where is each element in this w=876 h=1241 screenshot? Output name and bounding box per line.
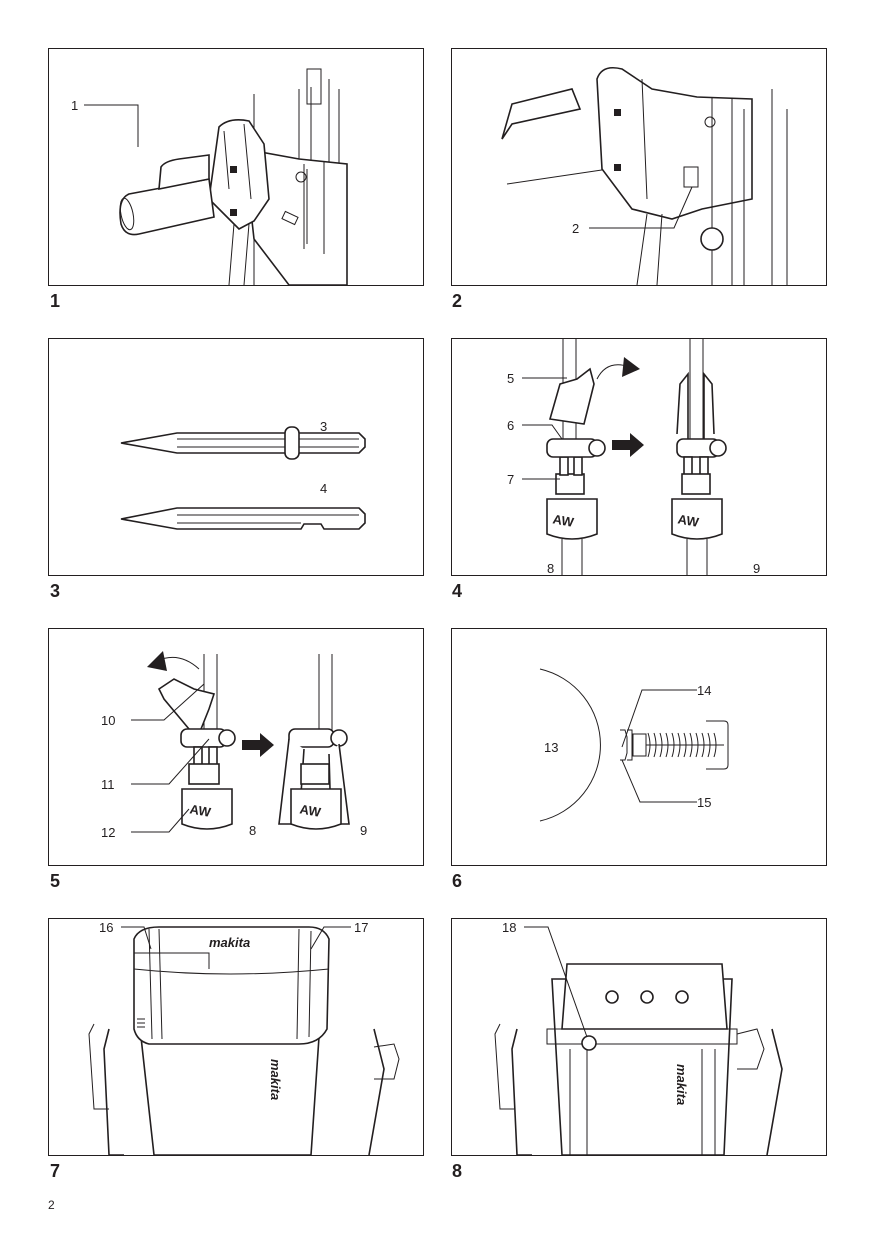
figure-3-illustration: 3 4 (120, 419, 366, 530)
svg-text:AW: AW (189, 801, 213, 820)
figure-number-1: 1 (50, 291, 61, 311)
page-number: 2 (48, 1198, 55, 1212)
callout-8b: 8 (249, 823, 256, 838)
figure-7: makita makita 16 17 (48, 918, 424, 1156)
callout-5: 5 (507, 371, 514, 386)
makita-logo: makita (209, 935, 250, 950)
figure-1-illustration: 1 (71, 68, 348, 285)
figure-number-7: 7 (50, 1161, 61, 1181)
callout-9: 9 (753, 561, 760, 575)
callout-8: 8 (547, 561, 554, 575)
callout-9b: 9 (360, 823, 367, 838)
callout-3: 3 (320, 419, 327, 434)
callout-15: 15 (697, 795, 711, 810)
figure-6: 13 14 15 (451, 628, 827, 866)
callout-17: 17 (354, 920, 368, 935)
callout-14: 14 (697, 683, 711, 698)
spring-icon (646, 732, 724, 758)
figure-2-illustration: 2 (501, 66, 788, 285)
figure-3: 3 4 (48, 338, 424, 576)
callout-12: 12 (101, 825, 115, 840)
callout-6: 6 (507, 418, 514, 433)
figure-5: AW AW 10 11 12 8 9 (48, 628, 424, 866)
figure-number-5: 5 (50, 871, 61, 891)
tool-retainer-before: AW (546, 339, 606, 575)
figure-4: AW AW 5 6 7 8 9 (451, 338, 827, 576)
makita-logo: makita (268, 1059, 283, 1100)
svg-text:AW: AW (552, 511, 576, 530)
tool-retainer-before: AW (157, 654, 236, 830)
callout-7: 7 (507, 472, 514, 487)
callout-2: 2 (572, 221, 579, 236)
callout-10: 10 (101, 713, 115, 728)
figure-8: makita 18 (451, 918, 827, 1156)
figure-2: 2 (451, 48, 827, 286)
figure-number-3: 3 (50, 581, 61, 601)
callout-11: 11 (101, 777, 115, 792)
callout-1: 1 (71, 98, 78, 113)
callout-13: 13 (544, 740, 558, 755)
tool-retainer-after: AW (671, 339, 727, 575)
callout-18: 18 (502, 920, 516, 935)
callout-16: 16 (99, 920, 113, 935)
callout-4: 4 (320, 481, 327, 496)
figure-6-illustration: 13 14 15 (539, 668, 729, 822)
figure-4-illustration: AW AW 5 6 7 8 9 (507, 339, 760, 575)
figure-number-6: 6 (452, 871, 463, 891)
figure-number-4: 4 (452, 581, 463, 601)
makita-logo: makita (674, 1064, 689, 1105)
figure-7-illustration: makita makita 16 17 (88, 920, 400, 1155)
figure-8-illustration: makita 18 (494, 920, 783, 1155)
figure-5-illustration: AW AW 10 11 12 8 9 (101, 651, 367, 840)
svg-text:AW: AW (677, 511, 701, 530)
figure-number-8: 8 (452, 1161, 463, 1181)
figure-number-2: 2 (452, 291, 463, 311)
figure-1: 1 (48, 48, 424, 286)
svg-text:AW: AW (299, 801, 323, 820)
tool-retainer-after: AW (278, 654, 350, 830)
